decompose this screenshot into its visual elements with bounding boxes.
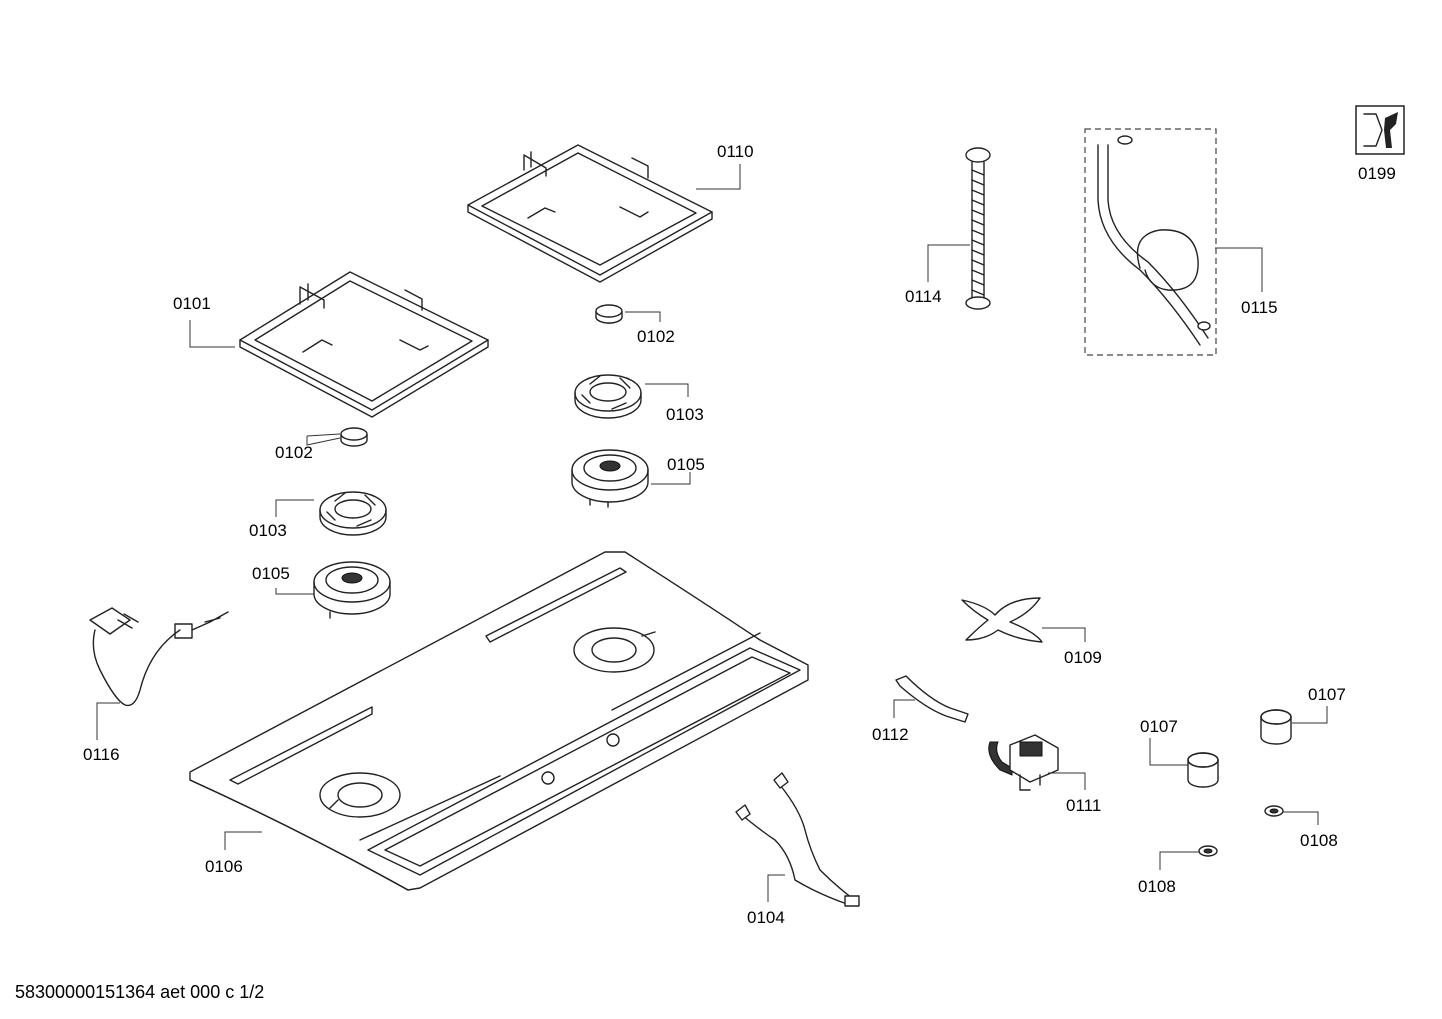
- label-0105-left: 0105: [252, 564, 290, 583]
- pan-support-0110[interactable]: [467, 144, 713, 283]
- washer-0108-right[interactable]: [1264, 805, 1284, 817]
- label-0103-left: 0103: [249, 521, 287, 540]
- ignition-module-0111[interactable]: [988, 734, 1059, 791]
- power-cable-0116[interactable]: [89, 607, 229, 707]
- label-0115: 0115: [1241, 298, 1278, 317]
- label-0116: 0116: [83, 745, 120, 764]
- label-0114: 0114: [905, 287, 942, 306]
- document-id-footer: 58300000151364 aet 000 c 1/2: [15, 982, 264, 1002]
- label-0101: 0101: [173, 294, 211, 313]
- service-wrench-icon[interactable]: [1355, 105, 1405, 155]
- label-0108-right: 0108: [1300, 831, 1338, 850]
- label-0110: 0110: [717, 142, 754, 161]
- label-0105-top: 0105: [667, 455, 705, 474]
- hob-top-0106[interactable]: [189, 551, 809, 891]
- flame-spreader-0103-left[interactable]: [319, 491, 387, 536]
- label-0112: 0112: [872, 725, 909, 744]
- label-0199: 0199: [1358, 164, 1396, 183]
- label-0102-left: 0102: [275, 443, 313, 462]
- gasket-0109[interactable]: [961, 597, 1043, 643]
- ribbon-cable-0112[interactable]: [895, 675, 969, 723]
- control-knob-0107-right[interactable]: [1260, 709, 1292, 745]
- washer-0108-left[interactable]: [1198, 845, 1218, 857]
- label-0108-left: 0108: [1138, 877, 1176, 896]
- label-0102-top: 0102: [637, 327, 675, 346]
- label-0107-left: 0107: [1140, 717, 1178, 736]
- burner-cap-0102-left[interactable]: [340, 427, 368, 447]
- threaded-rod-0114[interactable]: [965, 147, 991, 310]
- control-knob-0107-left[interactable]: [1187, 752, 1219, 788]
- leader-lines: [96, 164, 1328, 902]
- pan-support-0101[interactable]: [239, 271, 489, 418]
- label-0111: 0111: [1066, 796, 1101, 815]
- label-0106: 0106: [205, 857, 243, 876]
- label-0109: 0109: [1064, 648, 1102, 667]
- flame-spreader-0103-top[interactable]: [574, 374, 642, 419]
- label-0104: 0104: [747, 908, 785, 927]
- part-labels: 0110 0101 0102 0102 0103 0103 0105 0105 …: [83, 142, 1396, 927]
- gas-pipe-0115[interactable]: [1084, 128, 1217, 356]
- burner-base-0105-top[interactable]: [571, 449, 649, 508]
- ignition-leads-0104[interactable]: [735, 772, 860, 907]
- label-0107-right: 0107: [1308, 685, 1346, 704]
- label-0103-top: 0103: [666, 405, 704, 424]
- burner-cap-0102-top[interactable]: [595, 304, 623, 324]
- burner-base-0105-left[interactable]: [313, 561, 391, 619]
